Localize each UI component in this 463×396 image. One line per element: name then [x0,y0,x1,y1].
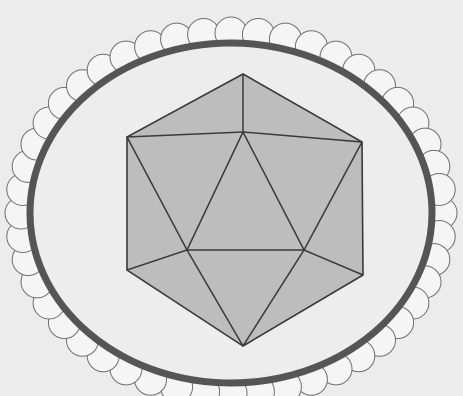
diagram-canvas [0,0,463,396]
virus-particle-diagram [0,0,463,396]
